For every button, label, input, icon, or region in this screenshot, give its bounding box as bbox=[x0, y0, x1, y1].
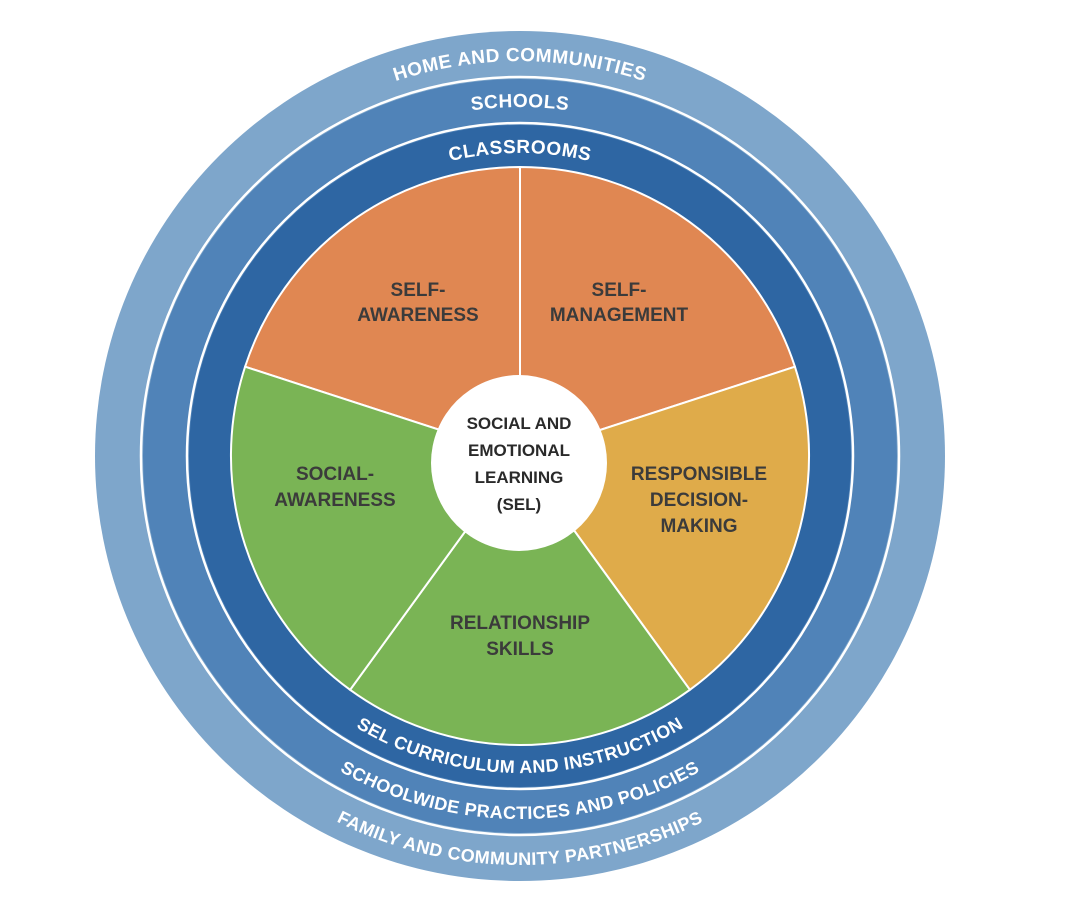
center-label-line1: SOCIAL AND bbox=[467, 414, 572, 433]
center-circle bbox=[431, 375, 607, 551]
self-management-label-line2: MANAGEMENT bbox=[550, 305, 689, 326]
self-awareness-label-line2: AWARENESS bbox=[357, 305, 478, 326]
center-label-line2: EMOTIONAL bbox=[468, 441, 570, 460]
social-awareness-label-line2: AWARENESS bbox=[274, 490, 395, 511]
relationship-label-line1: RELATIONSHIP bbox=[450, 613, 590, 634]
segment-self-awareness bbox=[243, 165, 521, 458]
responsible-label-line2: DECISION- bbox=[650, 490, 748, 511]
self-management-label-line1: SELF- bbox=[592, 280, 647, 301]
segment-self-management bbox=[519, 165, 797, 458]
responsible-label-line3: MAKING bbox=[660, 516, 737, 537]
outer-ring-separator bbox=[139, 75, 901, 837]
self-awareness-label-line1: SELF- bbox=[391, 280, 446, 301]
segment-relationship-skills bbox=[348, 454, 692, 747]
responsible-label-line1: RESPONSIBLE bbox=[631, 464, 767, 485]
social-awareness-label-line1: SOCIAL- bbox=[296, 464, 374, 485]
center-label-line4: (SEL) bbox=[497, 495, 541, 514]
center-label-line3: LEARNING bbox=[475, 468, 564, 487]
middle-ring-separator bbox=[185, 121, 855, 791]
middle-ring-top-label: SCHOOLS bbox=[470, 91, 571, 115]
relationship-label-line2: SKILLS bbox=[486, 639, 554, 660]
